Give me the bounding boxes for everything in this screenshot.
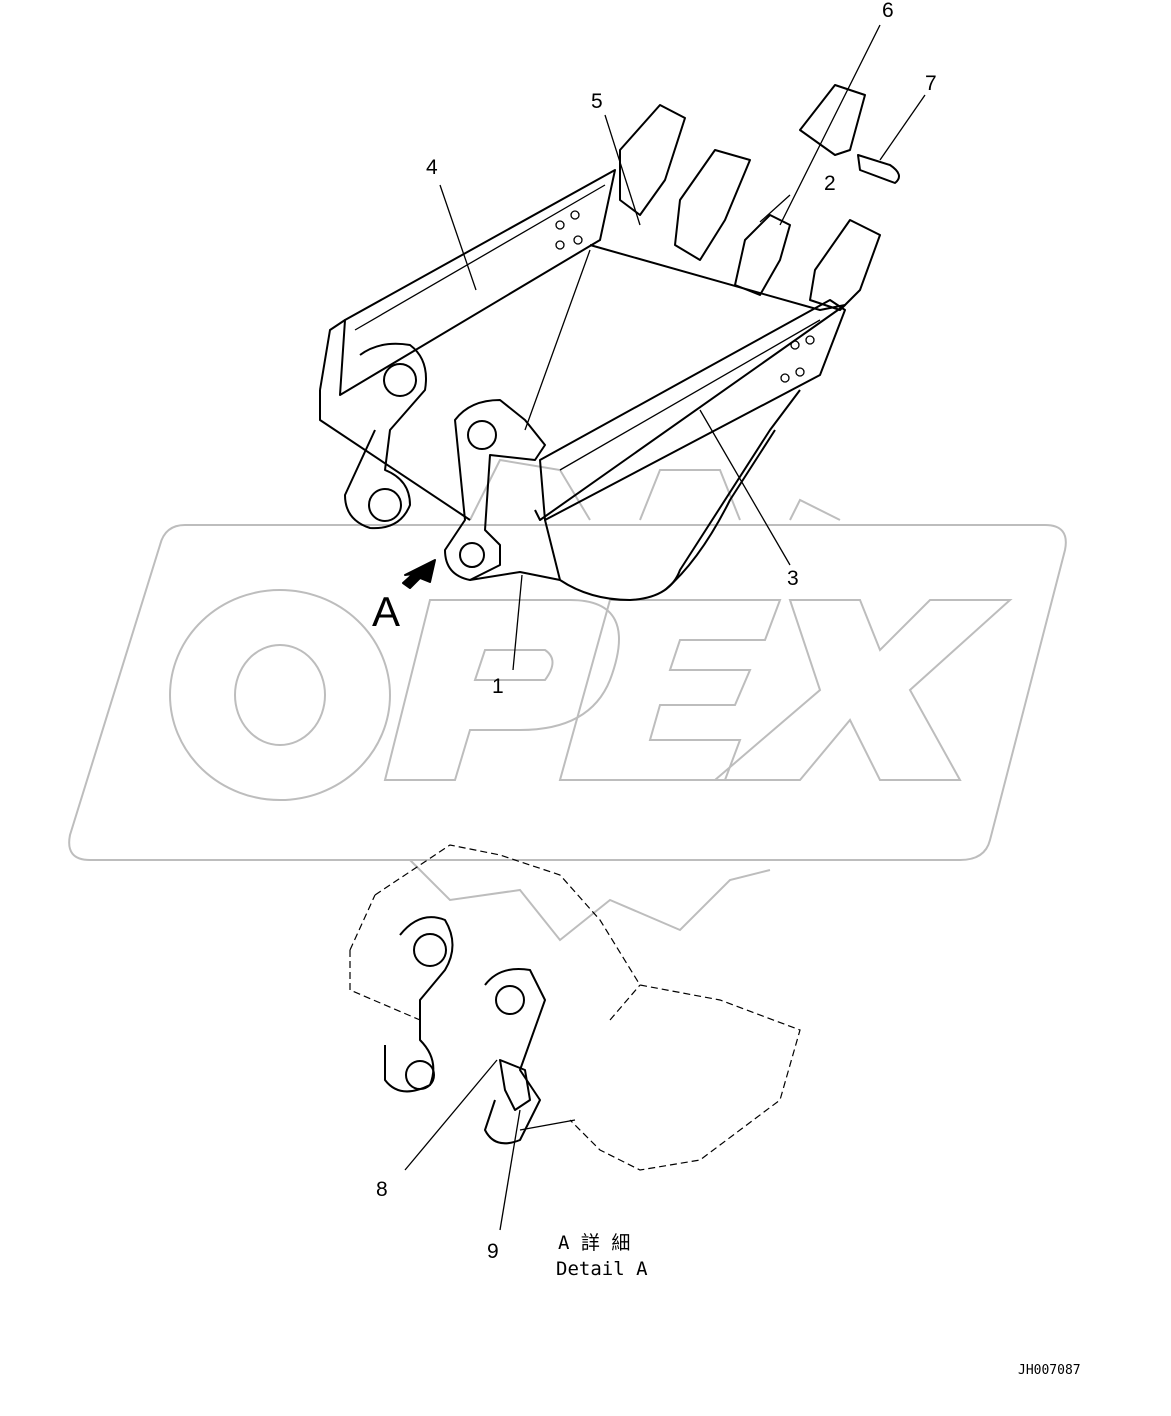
callout-6: 6 <box>882 0 894 22</box>
callout-1: 1 <box>492 675 504 698</box>
tooth-point <box>799 84 866 156</box>
bucket-teeth <box>619 104 881 311</box>
callout-3: 3 <box>787 567 799 590</box>
detail-label-en: Detail A <box>556 1258 648 1280</box>
callout-labels: 1 2 3 4 5 6 7 8 9 A A 詳 細 Detail A JH007… <box>372 0 1081 1378</box>
callout-2: 2 <box>824 172 836 195</box>
view-marker-a: A <box>372 588 400 635</box>
leader-lines <box>404 24 926 1231</box>
callout-9: 9 <box>487 1240 499 1263</box>
callout-7: 7 <box>925 72 937 95</box>
callout-8: 8 <box>376 1178 388 1201</box>
drawing-code: JH007087 <box>1018 1363 1081 1378</box>
opex-watermark <box>68 458 1067 942</box>
tooth-pin <box>857 154 900 184</box>
callout-4: 4 <box>426 156 438 179</box>
view-arrow-icon <box>402 559 436 589</box>
callout-5: 5 <box>591 90 603 113</box>
detail-label-jp: A 詳 細 <box>558 1232 630 1254</box>
side-bolt-holes <box>555 210 815 383</box>
detail-a-view <box>349 844 801 1171</box>
bucket-assembly <box>319 84 900 601</box>
